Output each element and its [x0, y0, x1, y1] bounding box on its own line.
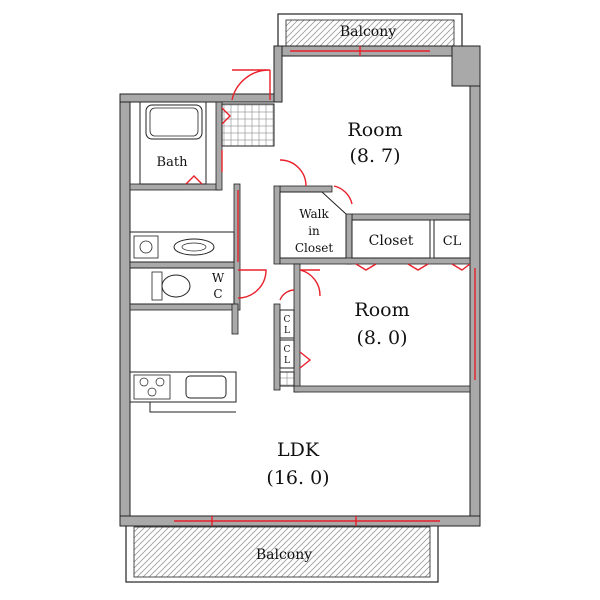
ldk-name: LDK [277, 439, 320, 461]
bath-label: Bath [157, 155, 189, 170]
interior-walls [129, 101, 471, 393]
room1-name: Room [347, 119, 402, 141]
wc-label-2: C [213, 287, 222, 301]
closet-label: Closet [369, 233, 414, 249]
walk-in-label-2: in [308, 224, 320, 238]
kitchen-counter [129, 371, 237, 413]
room2-size: (8. 0) [356, 327, 407, 349]
wc-label-1: W [212, 271, 225, 285]
room1-size: (8. 7) [349, 145, 400, 167]
ldk-size: (16. 0) [266, 467, 329, 489]
room2-name: Room [354, 299, 409, 321]
cl-small-label-2: L [284, 326, 290, 336]
wash-basin [129, 231, 235, 263]
closet-boxes [279, 191, 471, 387]
balcony-bottom-label: Balcony [256, 547, 312, 563]
entry-tiles [221, 103, 275, 147]
walk-in-label-3: Closet [295, 241, 334, 255]
walk-in-label-1: Walk [299, 207, 329, 221]
toilet [129, 267, 235, 305]
bath-room [139, 101, 207, 185]
cl-top-label: CL [443, 234, 462, 249]
cl-small-label-1: C [284, 315, 291, 325]
doors-windows [174, 46, 476, 526]
cl-small-label-3: C [284, 345, 291, 355]
cl-small-label-4: L [284, 356, 290, 366]
balcony-top-label: Balcony [340, 24, 396, 40]
